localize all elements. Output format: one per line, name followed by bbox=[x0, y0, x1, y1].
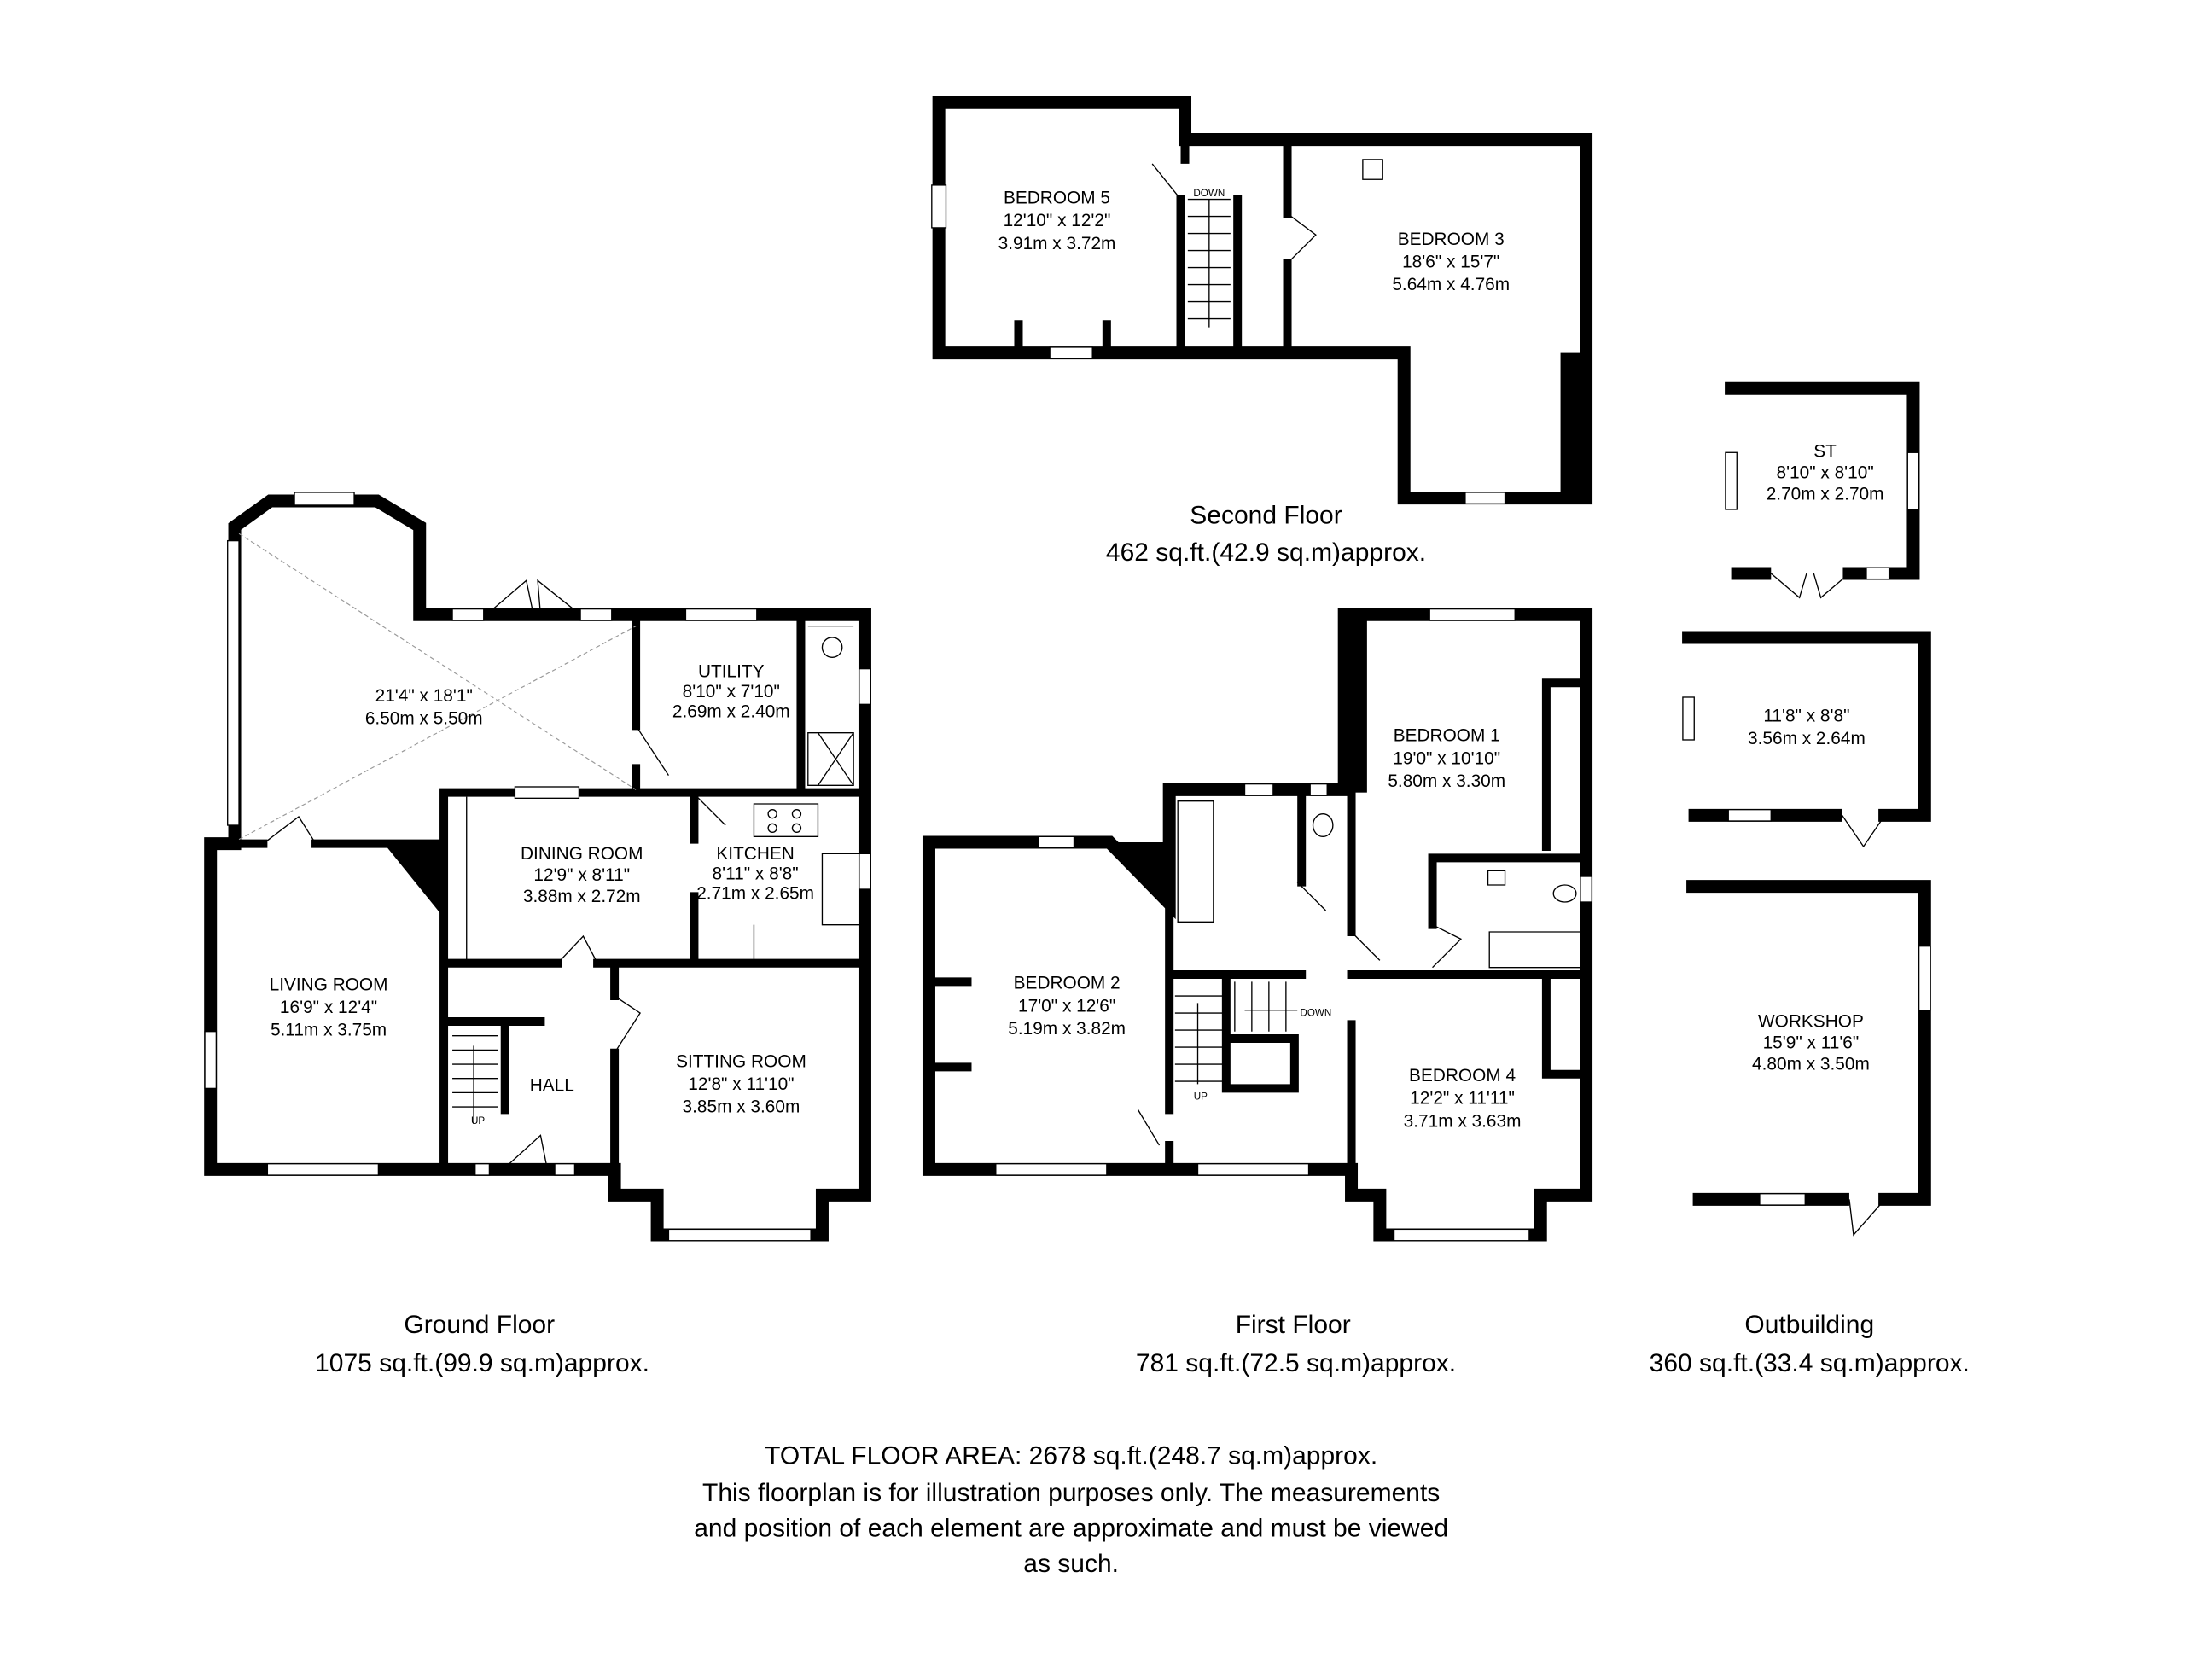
stairs: UP bbox=[452, 1035, 498, 1126]
room-bedroom-1: BEDROOM 1 19'0" x 10'10" 5.80m x 3.30m bbox=[1388, 726, 1505, 791]
ground-floor-title: Ground Floor bbox=[404, 1311, 555, 1339]
room-kitchen: KITCHEN 8'11" x 8'8" 2.71m x 2.65m bbox=[696, 844, 814, 904]
room-label: 17'0" x 12'6" bbox=[1018, 996, 1115, 1016]
room-bedroom-3: BEDROOM 3 18'6" x 15'7" 5.64m x 4.76m bbox=[1392, 230, 1510, 294]
room-label: 12'2" x 11'11" bbox=[1410, 1089, 1515, 1109]
stairs-down-label: DOWN bbox=[1193, 188, 1225, 199]
room-label: 11'8" x 8'8" bbox=[1763, 706, 1849, 725]
stairs-up-label: UP bbox=[471, 1115, 485, 1126]
room-label: BEDROOM 2 bbox=[1014, 974, 1121, 993]
room-label: BEDROOM 5 bbox=[1004, 189, 1110, 208]
room-label: ST bbox=[1813, 441, 1837, 461]
room-label: LIVING ROOM bbox=[270, 975, 388, 994]
room-dining-room: DINING ROOM 12'9" x 8'11" 3.88m x 2.72m bbox=[521, 844, 643, 906]
room-st: ST 8'10" x 8'10" 2.70m x 2.70m bbox=[1767, 441, 1884, 504]
room-label: 5.64m x 4.76m bbox=[1392, 275, 1510, 294]
first-floor-plan: UP DOWN BEDROOM 1 19'0" x 10'10" 5.80m x… bbox=[922, 608, 1593, 1377]
room-sitting-room: SITTING ROOM 12'8" x 11'10" 3.85m x 3.60… bbox=[676, 1051, 806, 1116]
stairs-up-label: UP bbox=[1194, 1091, 1208, 1103]
disclaimer-line-3: as such. bbox=[1023, 1550, 1119, 1578]
room-label: BEDROOM 4 bbox=[1409, 1066, 1516, 1086]
room-label: BEDROOM 3 bbox=[1398, 230, 1505, 249]
room-workshop: WORKSHOP 15'9" x 11'6" 4.80m x 3.50m bbox=[1752, 1012, 1870, 1074]
room-utility: UTILITY 8'10" x 7'10" 2.69m x 2.40m bbox=[672, 662, 790, 722]
room-label: 12'8" x 11'10" bbox=[688, 1074, 794, 1094]
outbuilding-area: 360 sq.ft.(33.4 sq.m)approx. bbox=[1650, 1349, 1970, 1377]
room-label: 16'9" x 12'4" bbox=[280, 998, 377, 1017]
room-living-room: LIVING ROOM 16'9" x 12'4" 5.11m x 3.75m bbox=[270, 975, 388, 1039]
room-label: KITCHEN bbox=[716, 844, 794, 864]
room-label: 3.91m x 3.72m bbox=[998, 234, 1116, 253]
second-floor-area: 462 sq.ft.(42.9 sq.m)approx. bbox=[1106, 538, 1426, 567]
second-floor-title: Second Floor bbox=[1190, 502, 1342, 530]
room-label: 2.70m x 2.70m bbox=[1767, 484, 1884, 504]
total-floor-area: TOTAL FLOOR AREA: 2678 sq.ft.(248.7 sq.m… bbox=[765, 1441, 1377, 1470]
stairs-down-label: DOWN bbox=[1300, 1007, 1331, 1018]
room-label: 4.80m x 3.50m bbox=[1752, 1055, 1870, 1074]
disclaimer-line-2: and position of each element are approxi… bbox=[694, 1514, 1448, 1542]
second-floor-plan: DOWN BEDROOM 5 12'10" x 12'2" 3.91m x 3.… bbox=[931, 96, 1593, 567]
room-label: 3.88m x 2.72m bbox=[523, 887, 641, 906]
room-bedroom-4: BEDROOM 4 12'2" x 11'11" 3.71m x 3.63m bbox=[1404, 1066, 1522, 1131]
stairs: DOWN bbox=[1187, 188, 1231, 328]
room-label: 5.11m x 3.75m bbox=[271, 1021, 387, 1040]
room-label: 12'9" x 8'11" bbox=[533, 865, 630, 885]
room-label: DINING ROOM bbox=[521, 844, 643, 864]
room-bedroom-2: BEDROOM 2 17'0" x 12'6" 5.19m x 3.82m bbox=[1008, 974, 1126, 1039]
stairs: UP DOWN bbox=[1174, 981, 1331, 1103]
room-label: 6.50m x 5.50m bbox=[365, 709, 483, 729]
room-label: 3.56m x 2.64m bbox=[1748, 729, 1866, 748]
disclaimer-line-1: This floorplan is for illustration purpo… bbox=[702, 1479, 1440, 1507]
room-label: 3.71m x 3.63m bbox=[1404, 1111, 1522, 1131]
room-label: SITTING ROOM bbox=[676, 1051, 806, 1071]
room-label: 19'0" x 10'10" bbox=[1393, 748, 1500, 768]
room-label: WORKSHOP bbox=[1758, 1012, 1864, 1032]
room-label: 15'9" x 11'6" bbox=[1763, 1033, 1860, 1053]
room-label: 5.80m x 3.30m bbox=[1388, 771, 1505, 791]
room-label: 21'4" x 18'1" bbox=[375, 686, 473, 706]
room-hall: HALL bbox=[530, 1076, 574, 1096]
room-label: BEDROOM 1 bbox=[1394, 726, 1500, 746]
outbuilding-plan: ST 8'10" x 8'10" 2.70m x 2.70m 11'8" x 8… bbox=[1650, 381, 1970, 1377]
first-floor-area: 781 sq.ft.(72.5 sq.m)approx. bbox=[1136, 1349, 1456, 1377]
ground-floor-area: 1075 sq.ft.(99.9 sq.m)approx. bbox=[315, 1349, 649, 1377]
room-label: 2.71m x 2.65m bbox=[696, 884, 814, 904]
room-outbuilding-store: 11'8" x 8'8" 3.56m x 2.64m bbox=[1748, 706, 1866, 748]
room-label: 12'10" x 12'2" bbox=[1004, 211, 1111, 230]
room-label: 8'11" x 8'8" bbox=[713, 864, 799, 883]
room-conservatory: 21'4" x 18'1" 6.50m x 5.50m bbox=[365, 686, 483, 729]
room-label: 2.69m x 2.40m bbox=[672, 701, 790, 721]
outbuilding-title: Outbuilding bbox=[1744, 1311, 1874, 1339]
room-label: 8'10" x 7'10" bbox=[683, 682, 780, 701]
room-bedroom-5: BEDROOM 5 12'10" x 12'2" 3.91m x 3.72m bbox=[998, 189, 1116, 253]
room-label: UTILITY bbox=[698, 662, 765, 682]
room-label: 5.19m x 3.82m bbox=[1008, 1019, 1126, 1039]
room-label: 18'6" x 15'7" bbox=[1402, 253, 1499, 272]
first-floor-title: First Floor bbox=[1236, 1311, 1351, 1339]
room-label: 8'10" x 8'10" bbox=[1776, 463, 1873, 482]
room-label: 3.85m x 3.60m bbox=[683, 1097, 800, 1117]
footer-notes: TOTAL FLOOR AREA: 2678 sq.ft.(248.7 sq.m… bbox=[694, 1441, 1448, 1578]
ground-floor-plan: UP 21'4" x 18'1" 6.50m x 5.50m UTILITY 8… bbox=[204, 492, 871, 1377]
